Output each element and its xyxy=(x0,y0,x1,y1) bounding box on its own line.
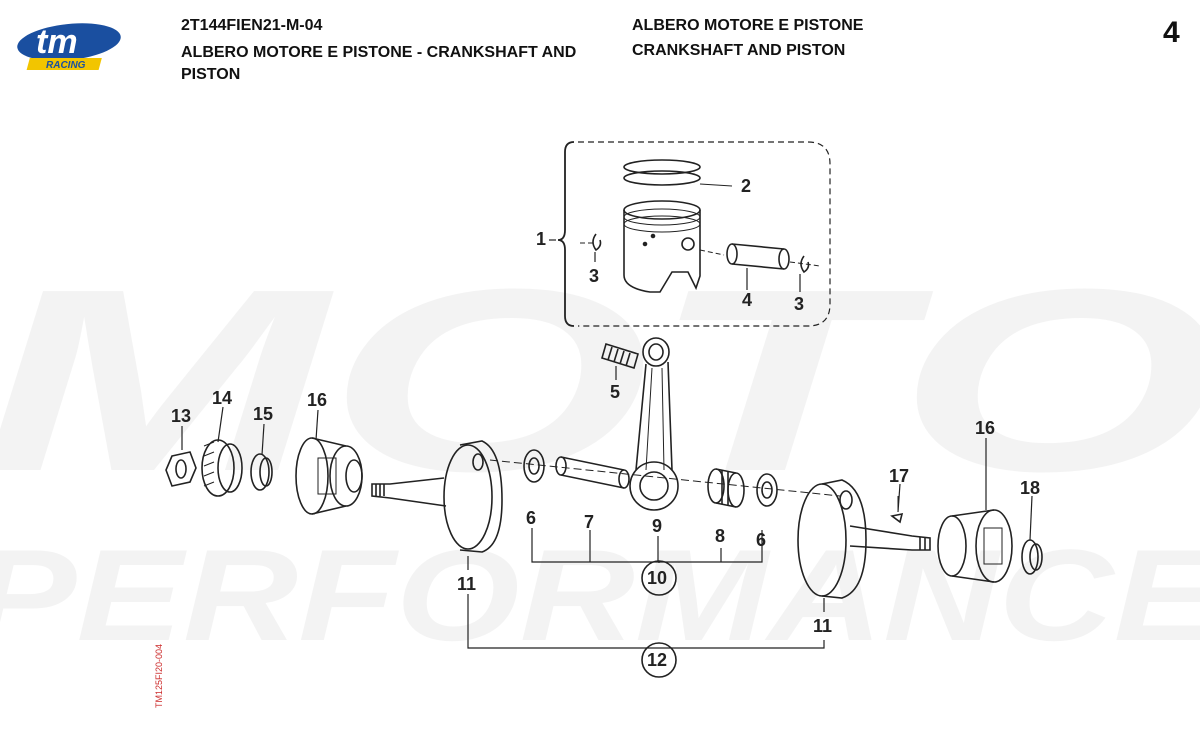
logo-subtext: RACING xyxy=(46,60,86,71)
crank-pin-icon xyxy=(555,456,630,489)
main-bearing-right-icon xyxy=(937,509,1013,583)
callout-12: 12 xyxy=(647,650,667,670)
page-number: 4 xyxy=(1163,16,1180,49)
main-bearing-left-icon xyxy=(295,437,363,515)
logo-text: tm xyxy=(36,23,78,61)
callout-14: 14 xyxy=(212,388,232,408)
watermark-performance: PERFORMANCE xyxy=(0,522,1200,668)
title-english: CRANKSHAFT AND PISTON xyxy=(632,42,846,59)
callout-6-right: 6 xyxy=(756,530,766,550)
crankshaft-half-left-icon xyxy=(371,440,503,553)
callout-1: 1 xyxy=(536,229,546,249)
piston-kit-brace xyxy=(557,141,575,327)
callout-8: 8 xyxy=(715,526,725,546)
title-italian: ALBERO MOTORE E PISTONE xyxy=(632,17,864,34)
watermark-moto: MOTO xyxy=(0,236,1200,526)
callout-circle-12 xyxy=(641,642,677,678)
small-end-bearing-icon xyxy=(601,342,639,370)
piston-kit-box xyxy=(578,141,831,327)
callout-13: 13 xyxy=(171,406,191,426)
callout-3-left: 3 xyxy=(589,266,599,286)
callout-6-left: 6 xyxy=(526,508,536,528)
callout-11-left: 11 xyxy=(457,574,476,594)
connecting-rod-icon xyxy=(629,337,679,511)
crankshaft-half-right-icon xyxy=(797,479,931,599)
callout-5: 5 xyxy=(610,382,620,402)
piston-rings-icon xyxy=(623,159,733,187)
oil-seal-left-icon xyxy=(250,453,273,491)
circlip-right-icon xyxy=(800,255,810,274)
circlip-left-icon xyxy=(592,233,602,252)
callout-16-right: 16 xyxy=(975,418,995,438)
document-code: 2T144FIEN21-M-04 xyxy=(181,17,323,34)
callout-7: 7 xyxy=(584,512,594,532)
tm-racing-logo: tm RACING xyxy=(17,23,121,71)
callout-3-right: 3 xyxy=(794,294,804,314)
callout-2: 2 xyxy=(741,176,751,196)
callout-16-left: 16 xyxy=(307,390,327,410)
callout-4: 4 xyxy=(742,290,752,310)
drawing-code: TM125FI20-004 xyxy=(154,644,164,708)
callout-15: 15 xyxy=(253,404,273,424)
callout-9: 9 xyxy=(652,516,662,536)
big-end-bearing-icon xyxy=(707,468,745,508)
callout-17: 17 xyxy=(889,466,909,486)
callout-circle-10 xyxy=(641,560,677,596)
piston-icon xyxy=(623,200,701,293)
piston-pin-icon xyxy=(726,243,790,270)
callout-18: 18 xyxy=(1020,478,1040,498)
callout-10: 10 xyxy=(647,568,667,588)
callout-11-right: 11 xyxy=(813,616,832,636)
nut-icon xyxy=(165,451,197,487)
title-combined: ALBERO MOTORE E PISTONE - CRANKSHAFT AND… xyxy=(181,44,577,83)
page-header: tm RACING 2T144FIEN21-M-04 ALBERO MOTORE… xyxy=(0,0,1200,100)
